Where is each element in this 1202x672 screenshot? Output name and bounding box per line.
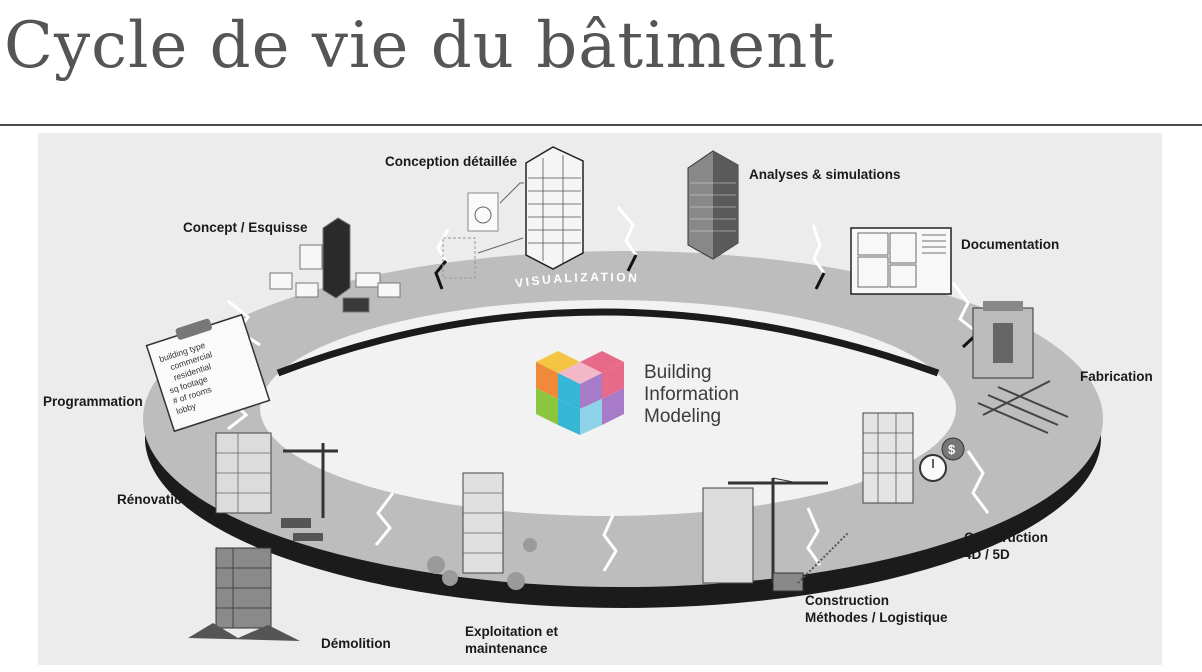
stage-label-construction-methodes: Construction Méthodes / Logistique	[805, 593, 948, 625]
bim-line: Modeling	[644, 406, 722, 427]
lifecycle-ring-graphic: VISUALIZATION	[143, 146, 1103, 641]
program-checklist-icon: building type commercial residential sq …	[145, 313, 271, 433]
bim-lifecycle-diagram: VISUALIZATION	[38, 133, 1162, 665]
stage-label-renovation: Rénovation	[117, 492, 191, 507]
bim-center-label: Building Information Modeling	[644, 362, 739, 428]
bim-line: Building	[644, 362, 712, 383]
stage-label-conception: Conception détaillée	[385, 154, 518, 169]
stage-label-documentation: Documentation	[961, 237, 1060, 252]
bim-line: Information	[644, 384, 740, 405]
stage-label-demolition: Démolition	[321, 636, 391, 651]
svg-text:$: $	[948, 442, 956, 457]
operations-building-icon	[427, 472, 537, 590]
stage-label-exploitation: Exploitation et maintenance	[465, 624, 559, 656]
stage-label-programmation: Programmation	[43, 394, 143, 409]
construction-site-crane-icon	[702, 477, 849, 592]
concept-model-icon	[269, 217, 401, 313]
stage-label-fabrication: Fabrication	[1080, 369, 1153, 384]
stage-label-concept: Concept / Esquisse	[183, 220, 308, 235]
bim-logo	[536, 351, 624, 435]
page-title: Cycle de vie du bâtiment	[4, 9, 836, 83]
stage-label-construction-4d5d: Construction 4D / 5D	[964, 530, 1048, 562]
detailed-design-icon	[442, 146, 584, 279]
fabrication-machine-icon	[972, 301, 1069, 434]
analysis-tower-icon	[687, 150, 739, 260]
title-divider	[0, 124, 1202, 126]
demolition-building-icon	[188, 547, 300, 641]
construction-4d5d-icon: $	[862, 412, 965, 504]
floor-plan-icon	[850, 227, 952, 295]
renovation-building-icon	[215, 432, 338, 541]
stage-label-analyses: Analyses & simulations	[749, 167, 901, 182]
